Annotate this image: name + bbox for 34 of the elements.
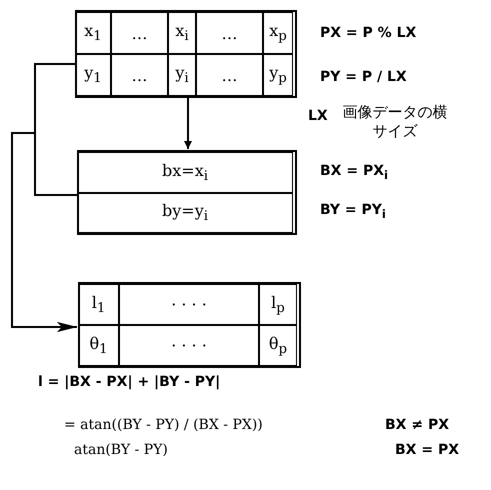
table-cell: · · · · [119, 325, 259, 366]
data-table [75, 10, 297, 98]
arrow [184, 98, 192, 149]
table-cell: θ$_{1}$ [78, 325, 119, 366]
table-cell: bx=x$_{i}$ [77, 152, 293, 192]
table-cell: l$_{p}$ [259, 284, 297, 325]
formula: BY = PY$_{i}$ [320, 202, 386, 221]
table-cell: … [196, 54, 263, 96]
table-cell: θ$_{p}$ [259, 325, 297, 366]
table-cell: y$_{1}$ [75, 54, 111, 96]
note: 画像データの横サイズ [342, 103, 448, 141]
table-cell: x$_{1}$ [75, 12, 111, 54]
data-table [78, 282, 301, 368]
table-cell: by=y$_{i}$ [77, 192, 293, 233]
table-cell: y$_{p}$ [263, 54, 293, 96]
data-table [77, 150, 297, 235]
condition: BX = PX [395, 442, 459, 458]
table-cell: … [111, 12, 168, 54]
table-cell: y$_{i}$ [168, 54, 196, 96]
formula: PY = P / LX [320, 69, 407, 85]
condition: BX ≠ PX [385, 417, 449, 433]
variable-label: LX [308, 108, 328, 124]
formula: l = |BX - PX| + |BY - PY| [38, 374, 220, 390]
table-cell: x$_{p}$ [263, 12, 293, 54]
formula: atan(BY - PY) [74, 442, 168, 458]
formula: = atan((BY - PY) / (BX - PX)) [64, 417, 263, 433]
table-cell: · · · · [119, 284, 259, 325]
table-cell: x$_{i}$ [168, 12, 196, 54]
formula: BX = PX$_{i}$ [320, 163, 388, 182]
table-cell: … [196, 12, 263, 54]
arrow [11, 132, 77, 332]
table-cell: l$_{1}$ [78, 284, 119, 325]
table-cell: … [111, 54, 168, 96]
formula: PX = P % LX [320, 25, 416, 41]
